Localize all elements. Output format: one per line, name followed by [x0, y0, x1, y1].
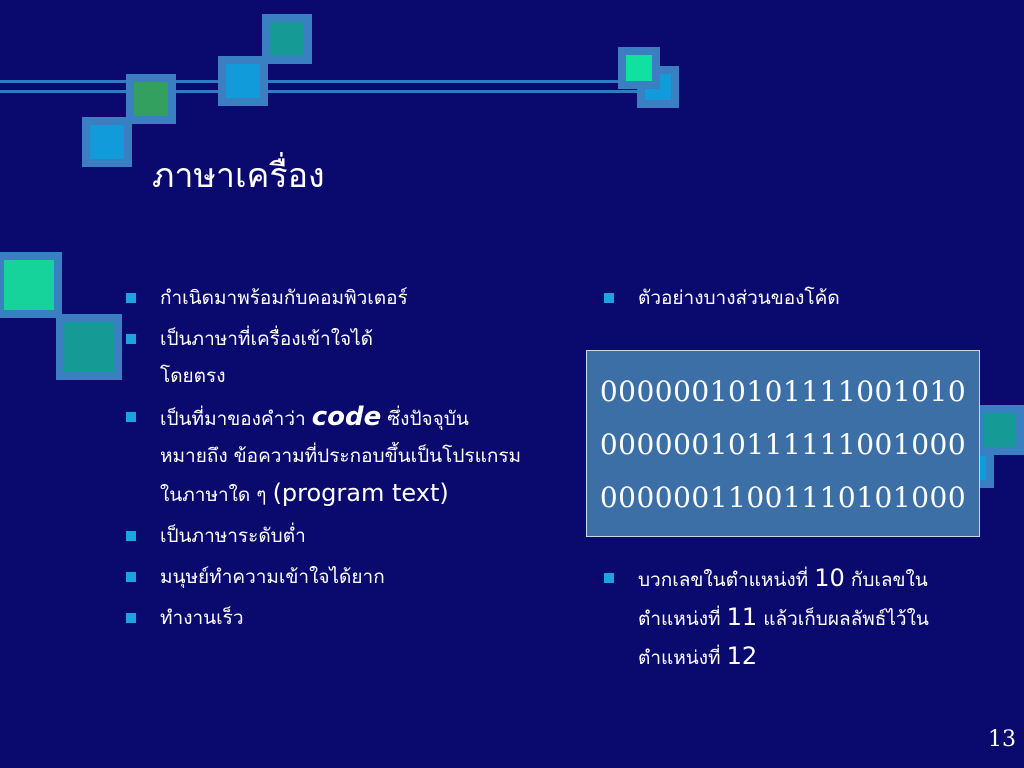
code-line: 00000010101111001010 — [599, 375, 967, 408]
page-number: 13 — [988, 727, 1016, 752]
decor-square — [82, 117, 132, 167]
top-rule-lower — [0, 90, 660, 93]
list-item: มนุษย์ทำความเข้าใจได้ยาก — [122, 559, 562, 596]
right-bullet-intro: ตัวอย่างบางส่วนของโค้ด — [600, 280, 1000, 317]
bullet-square-icon — [126, 572, 136, 582]
list-item: ตัวอย่างบางส่วนของโค้ด — [600, 280, 1000, 317]
bullet-square-icon — [126, 293, 136, 303]
bullet-square-icon — [604, 293, 614, 303]
top-rule-upper — [0, 80, 660, 83]
code-line: 00000010111111001000 — [599, 428, 967, 461]
list-item: เป็นที่มาของคำว่า code ซึ่งปัจจุบัน หมาย… — [122, 399, 562, 514]
bullet-square-icon — [604, 573, 614, 583]
decor-square — [218, 56, 268, 106]
list-item: บวกเลขในตำแหน่งที่ 10 กับเลขใน ตำแหน่งที… — [600, 560, 980, 677]
bullet-square-icon — [126, 531, 136, 541]
code-term: code — [311, 402, 382, 432]
list-item: ทำงานเร็ว — [122, 600, 562, 637]
decor-square — [976, 405, 1024, 455]
list-item: เป็นภาษาที่เครื่องเข้าใจได้ โดยตรง — [122, 321, 562, 395]
program-text-term: (program text) — [272, 479, 449, 507]
decor-square — [0, 252, 62, 318]
decor-square — [618, 47, 660, 89]
decor-square — [56, 314, 122, 380]
machine-code-box: 00000010101111001010 0000001011111100100… — [586, 350, 980, 537]
list-item: กำเนิดมาพร้อมกับคอมพิวเตอร์ — [122, 280, 562, 317]
right-bullet-explanation: บวกเลขในตำแหน่งที่ 10 กับเลขใน ตำแหน่งที… — [600, 560, 980, 677]
bullet-square-icon — [126, 412, 136, 422]
bullet-square-icon — [126, 334, 136, 344]
bullet-square-icon — [126, 613, 136, 623]
slide-title: ภาษาเครื่อง — [152, 156, 325, 196]
code-line: 00000011001110101000 — [599, 481, 967, 514]
decor-square — [126, 74, 176, 124]
list-item: เป็นภาษาระดับต่ำ — [122, 518, 562, 555]
decor-square — [262, 14, 312, 64]
left-bullet-list: กำเนิดมาพร้อมกับคอมพิวเตอร์ เป็นภาษาที่เ… — [122, 280, 562, 641]
